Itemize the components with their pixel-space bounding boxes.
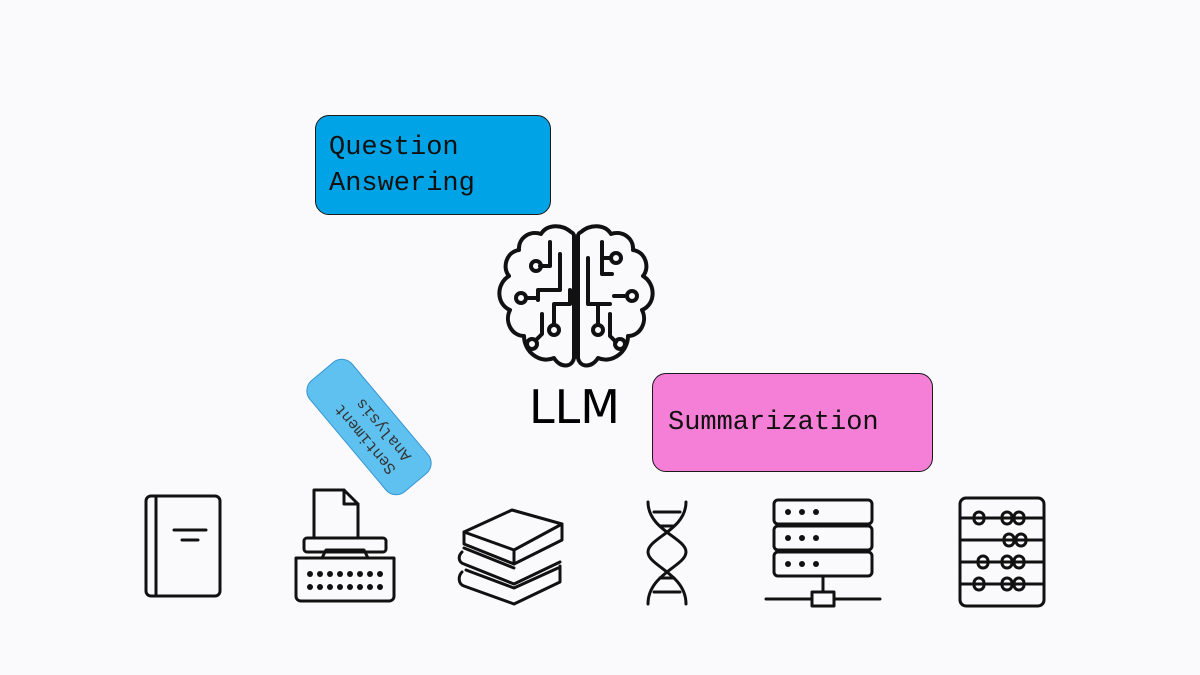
sentiment-analysis-tag: Sentiment Analysis bbox=[300, 353, 438, 501]
typewriter-icon bbox=[292, 488, 398, 606]
book-icon bbox=[144, 494, 224, 600]
dna-icon bbox=[640, 500, 694, 606]
llm-label: LLM bbox=[529, 380, 620, 434]
qa-line-2: Answering bbox=[329, 169, 475, 199]
book-stack-icon bbox=[456, 506, 568, 606]
summarization-label: Summarization bbox=[668, 407, 879, 438]
qa-line-1: Question bbox=[329, 133, 459, 163]
server-network-icon bbox=[764, 496, 882, 610]
question-answering-box: Question Answering bbox=[315, 115, 551, 215]
abacus-icon bbox=[958, 496, 1048, 608]
brain-circuit-icon bbox=[492, 224, 660, 372]
summarization-box: Summarization bbox=[652, 373, 933, 472]
